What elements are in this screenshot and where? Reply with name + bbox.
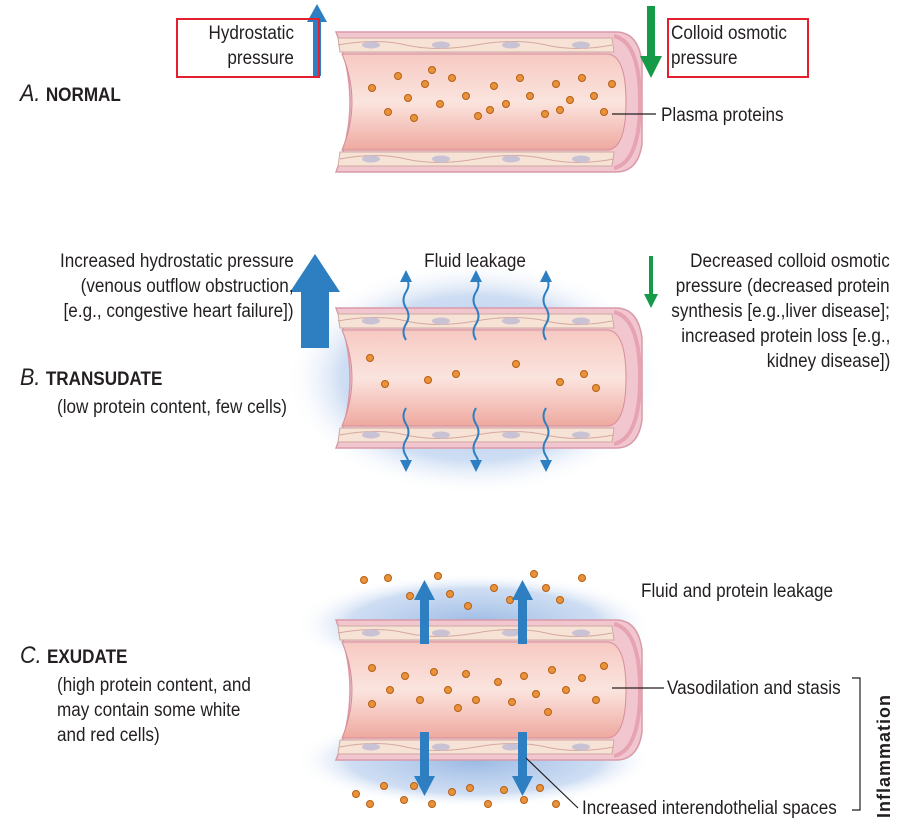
vessel-exudate [336, 620, 642, 760]
vessel-transudate [336, 308, 642, 448]
section-c-subtitle-line1: (high protein content, and [57, 674, 251, 697]
section-c-name: EXUDATE [47, 647, 127, 668]
section-b-title: B. TRANSUDATE [20, 366, 162, 391]
vessel-normal [336, 32, 642, 172]
section-c-letter: C. [20, 642, 42, 669]
plasma-proteins-label: Plasma proteins [661, 104, 784, 127]
vasodilation-label: Vasodilation and stasis [667, 677, 841, 700]
colloid-label-line2: pressure [671, 47, 738, 70]
hydrostatic-label-line1: Hydrostatic [208, 22, 294, 45]
hydrostatic-label-line2: pressure [227, 47, 294, 70]
interendothelial-label: Increased interendothelial spaces [582, 797, 837, 820]
fluid-leakage-label: Fluid leakage [412, 250, 538, 273]
section-a-title: A. NORMAL [20, 82, 121, 107]
decreased-colloid-arrow [644, 256, 658, 308]
increased-hydrostatic-line1: Increased hydrostatic pressure [60, 250, 294, 273]
decreased-colloid-line2: pressure (decreased protein [676, 275, 890, 298]
section-b-letter: B. [20, 364, 40, 391]
increased-hydrostatic-line2: (venous outflow obstruction, [81, 275, 294, 298]
decreased-colloid-line5: kidney disease]) [766, 350, 890, 373]
inflammation-label: Inflammation [874, 694, 895, 818]
decreased-colloid-line4: increased protein loss [e.g., [681, 325, 890, 348]
section-c-subtitle-line2: may contain some white [57, 699, 240, 722]
inflammation-bracket [852, 678, 860, 810]
decreased-colloid-line3: synthesis [e.g.,liver disease]; [671, 300, 890, 323]
section-b-subtitle: (low protein content, few cells) [57, 396, 287, 419]
section-a-name: NORMAL [46, 85, 121, 106]
section-a-letter: A. [20, 80, 40, 107]
increased-hydrostatic-line3: [e.g., congestive heart failure]) [64, 300, 294, 323]
decreased-colloid-line1: Decreased colloid osmotic [690, 250, 890, 273]
colloid-label-line1: Colloid osmotic [671, 22, 787, 45]
section-b-name: TRANSUDATE [46, 369, 163, 390]
colloid-osmotic-arrow [640, 6, 662, 78]
section-c-title: C.EXUDATE [20, 644, 127, 669]
fluid-protein-leakage-label: Fluid and protein leakage [641, 580, 833, 603]
section-c-subtitle-line3: and red cells) [57, 724, 160, 747]
